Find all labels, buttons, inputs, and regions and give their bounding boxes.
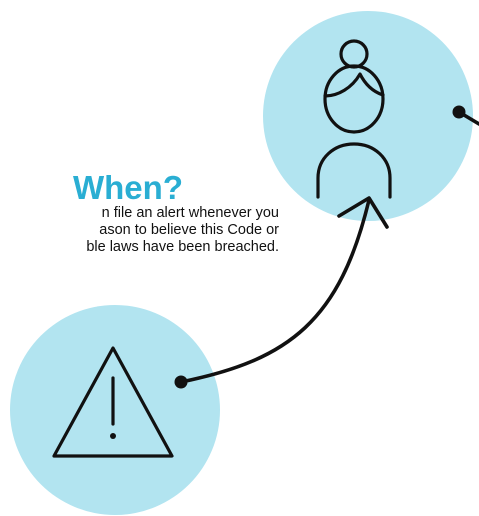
body-line: n file an alert whenever you bbox=[101, 205, 279, 221]
warning-triangle-icon bbox=[52, 346, 174, 458]
person-icon bbox=[316, 39, 392, 199]
body-line: ble laws have been breached. bbox=[86, 239, 279, 255]
arrowhead-icon bbox=[337, 196, 389, 229]
exit-line bbox=[457, 110, 479, 126]
warning-dot bbox=[110, 433, 116, 439]
section-heading: When? bbox=[73, 169, 183, 206]
connector-start-dot bbox=[174, 375, 188, 389]
warning-circle bbox=[10, 305, 220, 515]
person-circle bbox=[263, 11, 473, 221]
connector-arrow bbox=[179, 198, 371, 384]
body-line: ason to believe this Code or bbox=[99, 222, 279, 238]
body-text: n file an alert whenever you ason to bel… bbox=[0, 205, 279, 256]
